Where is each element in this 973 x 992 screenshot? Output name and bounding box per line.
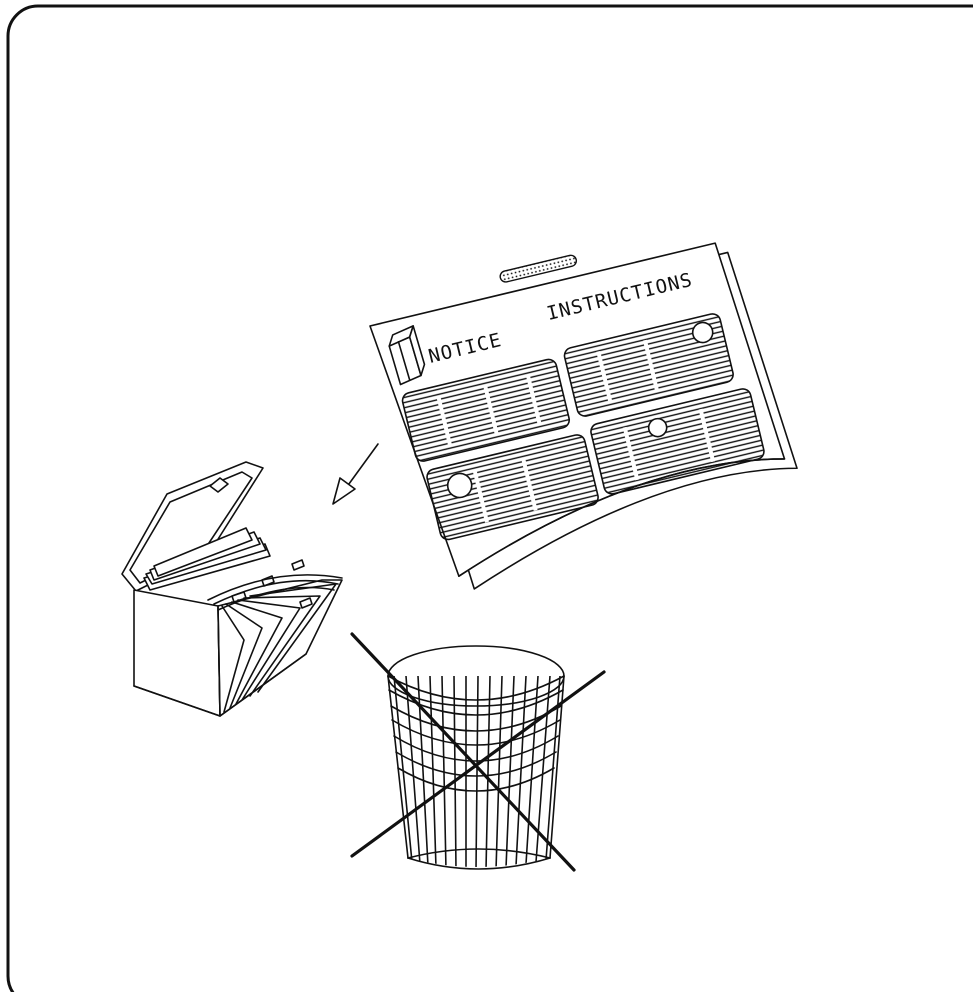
file-box-front [134, 590, 220, 716]
file-box [122, 462, 342, 716]
wastebasket [388, 646, 564, 870]
notice-instructions-sheet: NOTICE INSTRUCTIONS [365, 215, 807, 598]
arrow-to-file-box [333, 444, 378, 504]
